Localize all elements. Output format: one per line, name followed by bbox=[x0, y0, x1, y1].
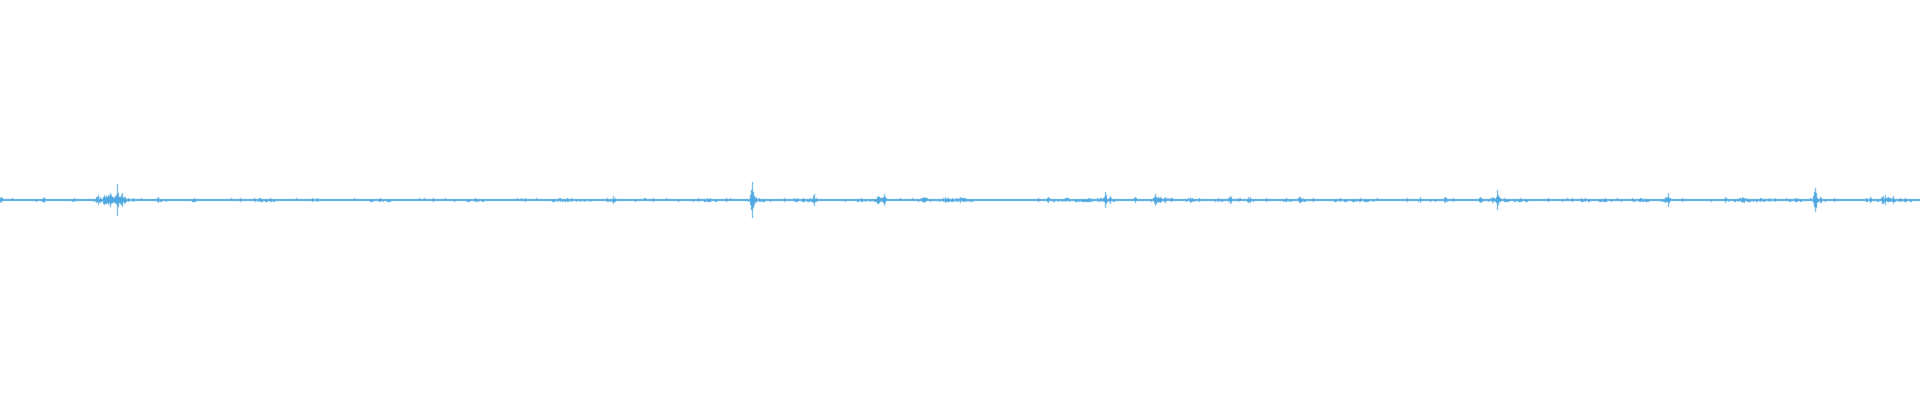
audio-waveform[interactable] bbox=[0, 0, 1920, 400]
waveform-canvas[interactable] bbox=[0, 0, 1920, 400]
